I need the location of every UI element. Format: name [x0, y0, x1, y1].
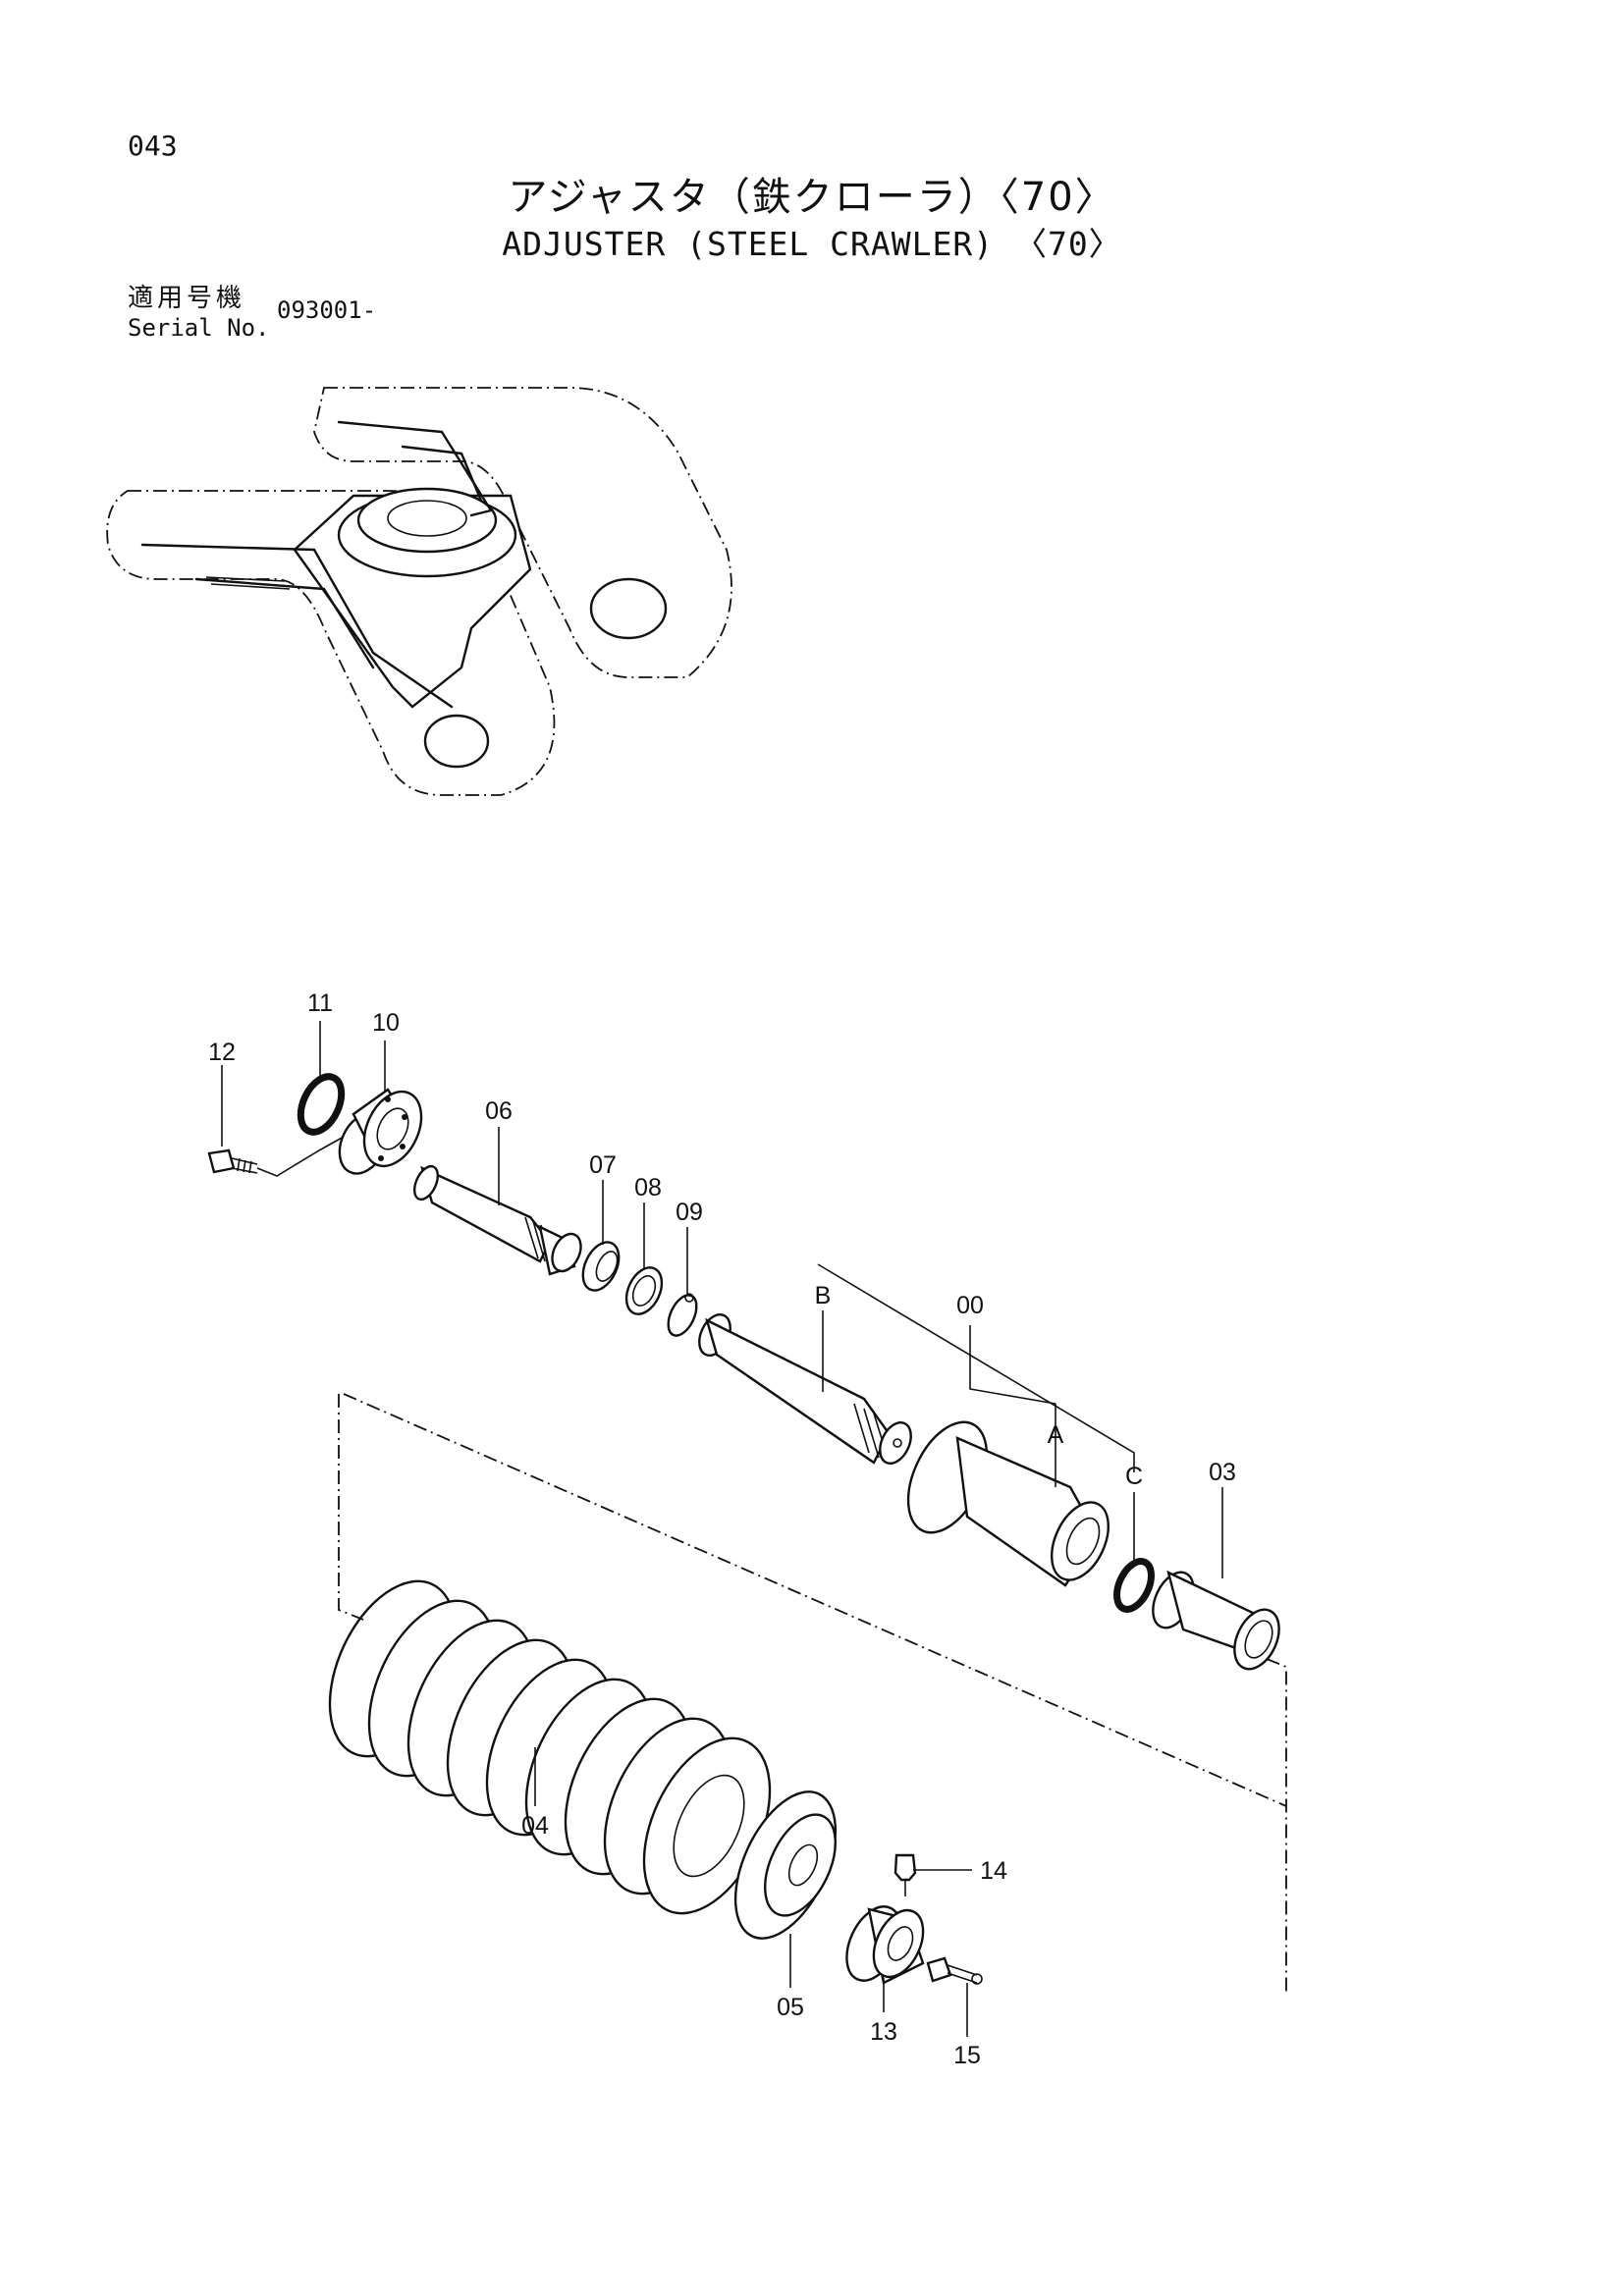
part-14-fitting — [893, 1853, 917, 1896]
part-04-spring — [328, 1579, 772, 1915]
part-07-packing — [581, 1241, 621, 1292]
callout-08: 08 — [634, 1174, 662, 1201]
undercarriage-overview — [106, 387, 732, 796]
callout-07: 07 — [589, 1151, 617, 1179]
part-12-bolt — [207, 1136, 345, 1177]
part-15-bolt — [926, 1956, 983, 1985]
assembly-lines — [338, 1393, 1287, 1993]
leader-lines — [221, 1021, 1223, 2037]
part-13-nut — [845, 1905, 925, 1985]
part-09-snap-ring — [667, 1293, 698, 1337]
part-06-rod — [412, 1164, 582, 1276]
callout-00: 00 — [956, 1292, 984, 1319]
callout-03: 03 — [1209, 1459, 1236, 1486]
callout-04: 04 — [521, 1812, 549, 1840]
callout-09: 09 — [676, 1199, 703, 1226]
callout-15: 15 — [953, 2042, 981, 2069]
page-number: 043 — [128, 130, 178, 162]
callout-a: A — [1048, 1421, 1064, 1449]
callout-c: C — [1125, 1463, 1143, 1490]
title-japanese: アジャスタ（鉄クローラ）〈70〉 — [508, 175, 1116, 220]
serial-number-value: 093001- — [277, 296, 377, 324]
callout-05: 05 — [777, 1994, 804, 2021]
callout-12: 12 — [208, 1039, 236, 1066]
callout-labels: 12 11 10 06 07 08 09 B 00 A C 03 04 05 1… — [208, 989, 1236, 2069]
part-a-cylinder — [906, 1420, 1110, 1587]
part-08-ring — [624, 1266, 664, 1315]
callout-06: 06 — [485, 1097, 513, 1125]
part-c-o-ring — [1113, 1558, 1155, 1613]
title-english: ADJUSTER (STEEL CRAWLER) 〈70〉 — [502, 225, 1122, 263]
part-03-bushing — [1152, 1570, 1280, 1671]
callout-b: B — [815, 1282, 832, 1309]
part-05-spring-seat — [733, 1790, 838, 1940]
part-b-piston — [698, 1313, 912, 1465]
part-10-cover — [338, 1088, 423, 1175]
callout-11: 11 — [307, 989, 333, 1017]
callout-14: 14 — [980, 1857, 1007, 1885]
callout-13: 13 — [870, 2018, 897, 2046]
callout-10: 10 — [372, 1009, 400, 1037]
part-11-o-ring — [297, 1073, 346, 1136]
serial-label-english: Serial No. — [128, 314, 270, 342]
serial-label-japanese: 適用号機 — [128, 284, 246, 313]
